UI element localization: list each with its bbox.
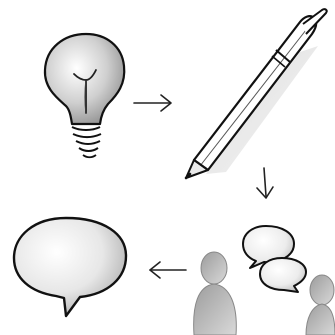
arrow-left-icon xyxy=(150,262,186,278)
people-talking-icon xyxy=(194,226,335,335)
lightbulb-icon xyxy=(45,34,124,157)
person-icon xyxy=(306,275,335,335)
pen-icon xyxy=(186,9,327,178)
small-speech-bubble-icon xyxy=(260,258,306,292)
person-icon xyxy=(194,252,237,335)
arrow-down-icon xyxy=(257,168,273,198)
arrow-right-icon xyxy=(134,95,171,111)
speech-bubble-icon xyxy=(14,218,126,316)
